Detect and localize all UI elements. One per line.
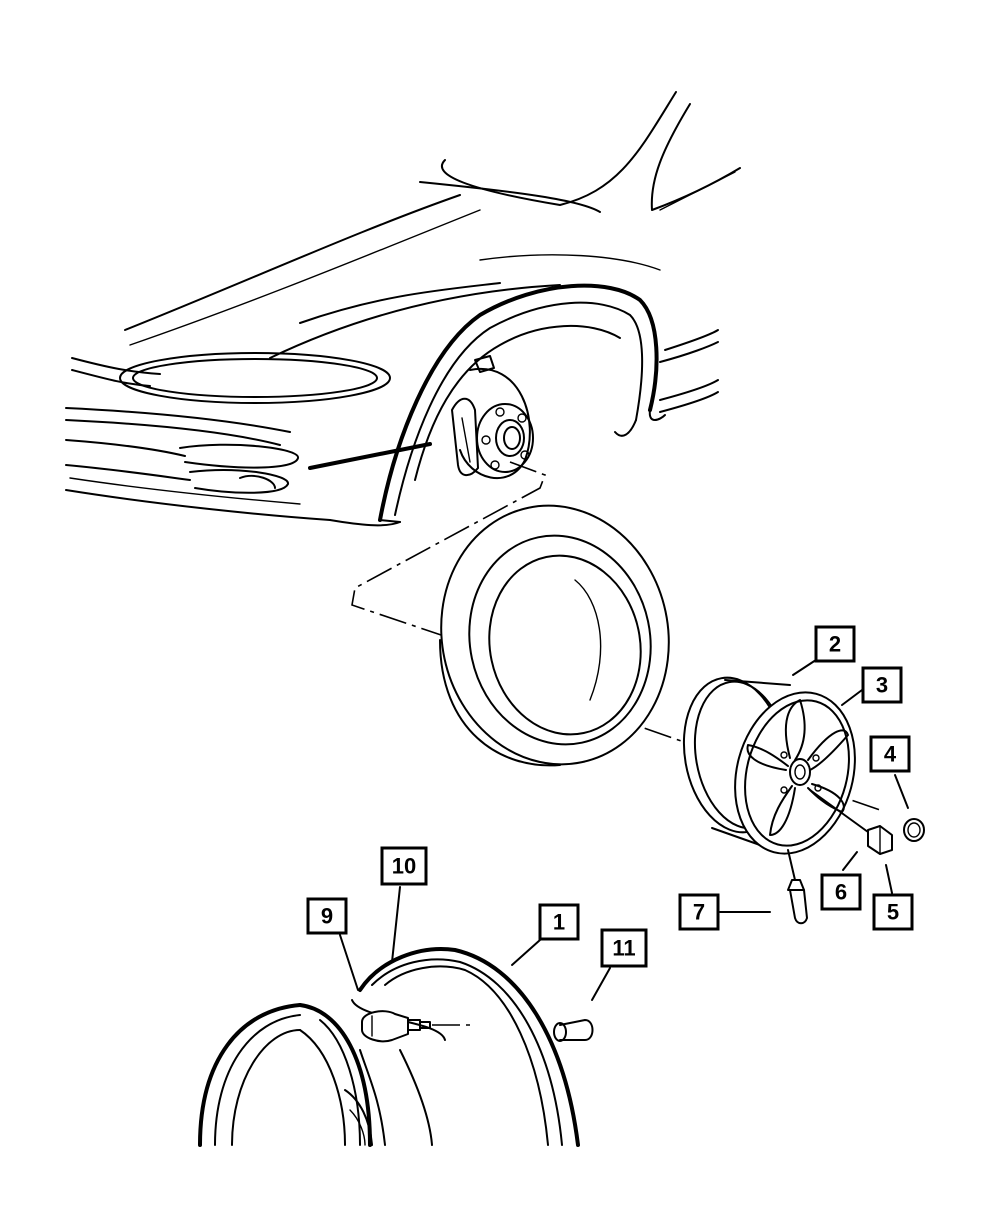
svg-text:4: 4 [884,742,897,767]
svg-text:11: 11 [612,936,635,961]
steel-wheel-illustration [198,947,594,1147]
svg-text:7: 7 [693,900,705,925]
callout-2: 2 [814,625,856,663]
svg-text:1: 1 [553,910,565,935]
callout-7: 7 [678,893,720,931]
callout-5: 5 [872,893,914,931]
callout-9: 9 [306,897,348,935]
callout-1: 1 [538,903,580,941]
svg-text:9: 9 [321,904,333,929]
tire-illustration [439,504,670,767]
svg-text:5: 5 [887,900,899,925]
callout-4: 4 [869,735,911,773]
car-front-illustration [65,91,741,527]
callout-10: 10 [380,846,428,886]
callout-11: 11 [600,928,648,968]
callout-3: 3 [861,666,903,704]
svg-text:3: 3 [876,673,888,698]
callout-6: 6 [820,873,862,911]
svg-text:10: 10 [392,854,416,879]
svg-text:6: 6 [835,880,847,905]
small-parts-illustration [787,789,925,925]
alloy-wheel-illustration [682,676,856,855]
svg-text:2: 2 [829,632,841,657]
hub-centerline [351,461,547,639]
